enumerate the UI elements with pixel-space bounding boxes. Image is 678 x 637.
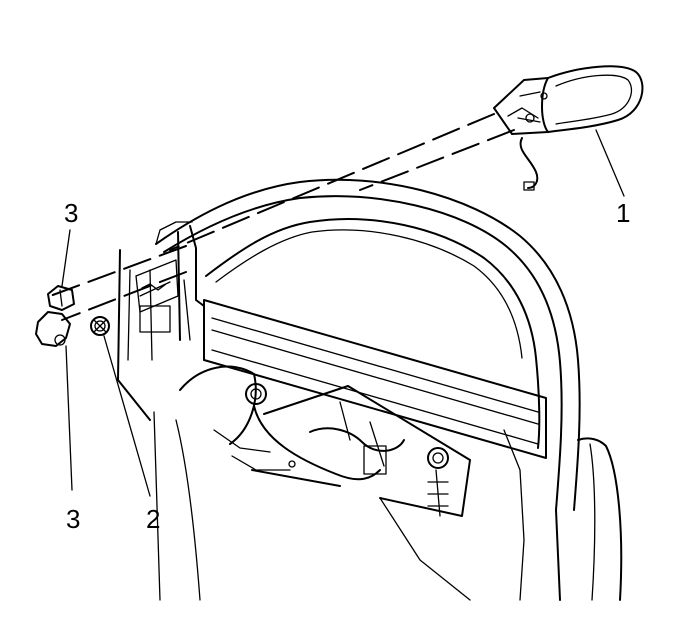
alignment-lines	[49, 113, 515, 321]
leader-lines	[61, 129, 625, 497]
callout-3-lower: 3	[66, 504, 80, 534]
leader-1	[595, 129, 625, 197]
callout-1: 1	[616, 198, 630, 228]
outside-mirror	[493, 65, 644, 191]
mirror-mount-area	[135, 259, 191, 341]
window-regulator	[153, 365, 525, 601]
leader-2	[103, 335, 151, 497]
mirror-bolt	[90, 316, 110, 336]
mirror-patch-lower	[35, 311, 71, 347]
leader-3-lower	[65, 345, 73, 491]
callout-3-upper: 3	[64, 198, 78, 228]
leader-3-upper	[61, 229, 71, 287]
door-frame	[117, 178, 623, 601]
mirror-patch-upper	[47, 285, 75, 311]
callout-2: 2	[146, 504, 160, 534]
